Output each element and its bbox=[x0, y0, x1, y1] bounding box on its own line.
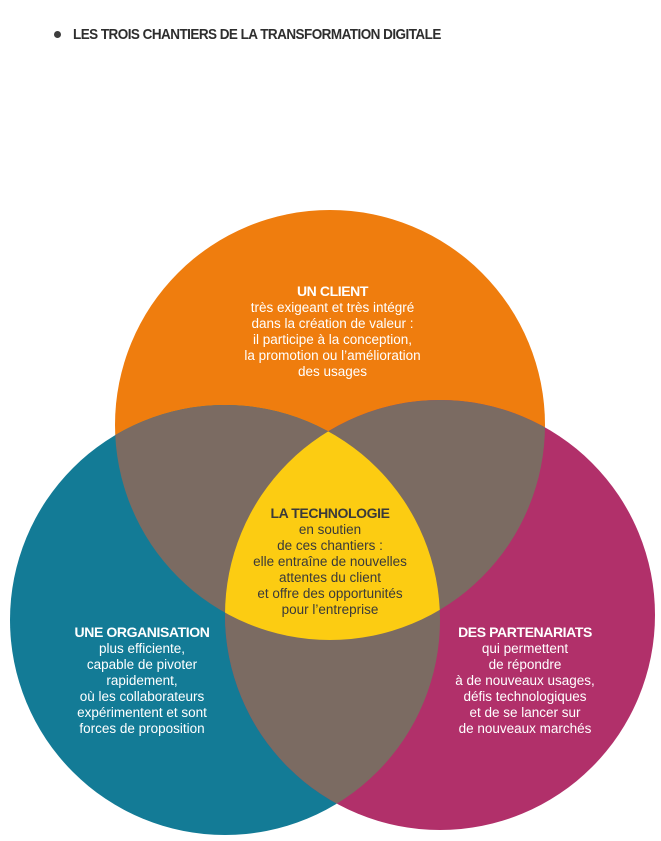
partenariats-line: à de nouveaux usages, bbox=[455, 673, 595, 688]
technologie-line: attentes du client bbox=[278, 570, 382, 585]
partenariats-line: de nouveaux marchés bbox=[458, 721, 592, 736]
organisation-line: rapidement, bbox=[106, 673, 178, 688]
client-line: il participe à la conception, bbox=[252, 332, 413, 347]
client-heading: UN CLIENT bbox=[296, 283, 369, 299]
client-line: des usages bbox=[297, 364, 368, 379]
client-line: la promotion ou l’amélioration bbox=[244, 348, 421, 363]
organisation-line: où les collaborateurs bbox=[79, 689, 205, 704]
organisation-heading: UNE ORGANISATION bbox=[74, 624, 210, 640]
partenariats-line: et de se lancer sur bbox=[469, 705, 581, 720]
header: LES TROIS CHANTIERS DE LA TRANSFORMATION… bbox=[54, 26, 482, 43]
technologie-line: pour l’entreprise bbox=[281, 602, 379, 617]
organisation-line: capable de pivoter bbox=[86, 657, 198, 672]
partenariats-heading: DES PARTENARIATS bbox=[458, 624, 592, 640]
partenariats-line: défis technologiques bbox=[463, 689, 587, 704]
technologie-line: et offre des opportunités bbox=[257, 586, 403, 601]
client-label: UN CLIENT très exigeant et très intégré … bbox=[180, 283, 485, 380]
partenariats-line: qui permettent bbox=[481, 641, 569, 656]
organisation-line: forces de proposition bbox=[79, 721, 205, 736]
organisation-label: UNE ORGANISATION plus efficiente, capabl… bbox=[22, 624, 262, 737]
partenariats-label: DES PARTENARIATS qui permettent de répon… bbox=[410, 624, 640, 737]
technologie-label: LA TECHNOLOGIE en soutien de ces chantie… bbox=[220, 505, 440, 618]
technologie-line: en soutien bbox=[298, 522, 362, 537]
technologie-heading: LA TECHNOLOGIE bbox=[270, 505, 390, 521]
bullet-icon bbox=[54, 31, 61, 38]
partenariats-line: de répondre bbox=[488, 657, 562, 672]
client-line: très exigeant et très intégré bbox=[250, 300, 415, 315]
client-line: dans la création de valeur : bbox=[251, 316, 414, 331]
page-title: LES TROIS CHANTIERS DE LA TRANSFORMATION… bbox=[73, 26, 441, 43]
technologie-line: elle entraîne de nouvelles bbox=[253, 554, 407, 569]
organisation-line: plus efficiente, bbox=[98, 641, 186, 656]
overlap-technologie bbox=[225, 405, 440, 640]
organisation-line: expérimentent et sont bbox=[77, 705, 207, 720]
technologie-line: de ces chantiers : bbox=[277, 538, 383, 553]
